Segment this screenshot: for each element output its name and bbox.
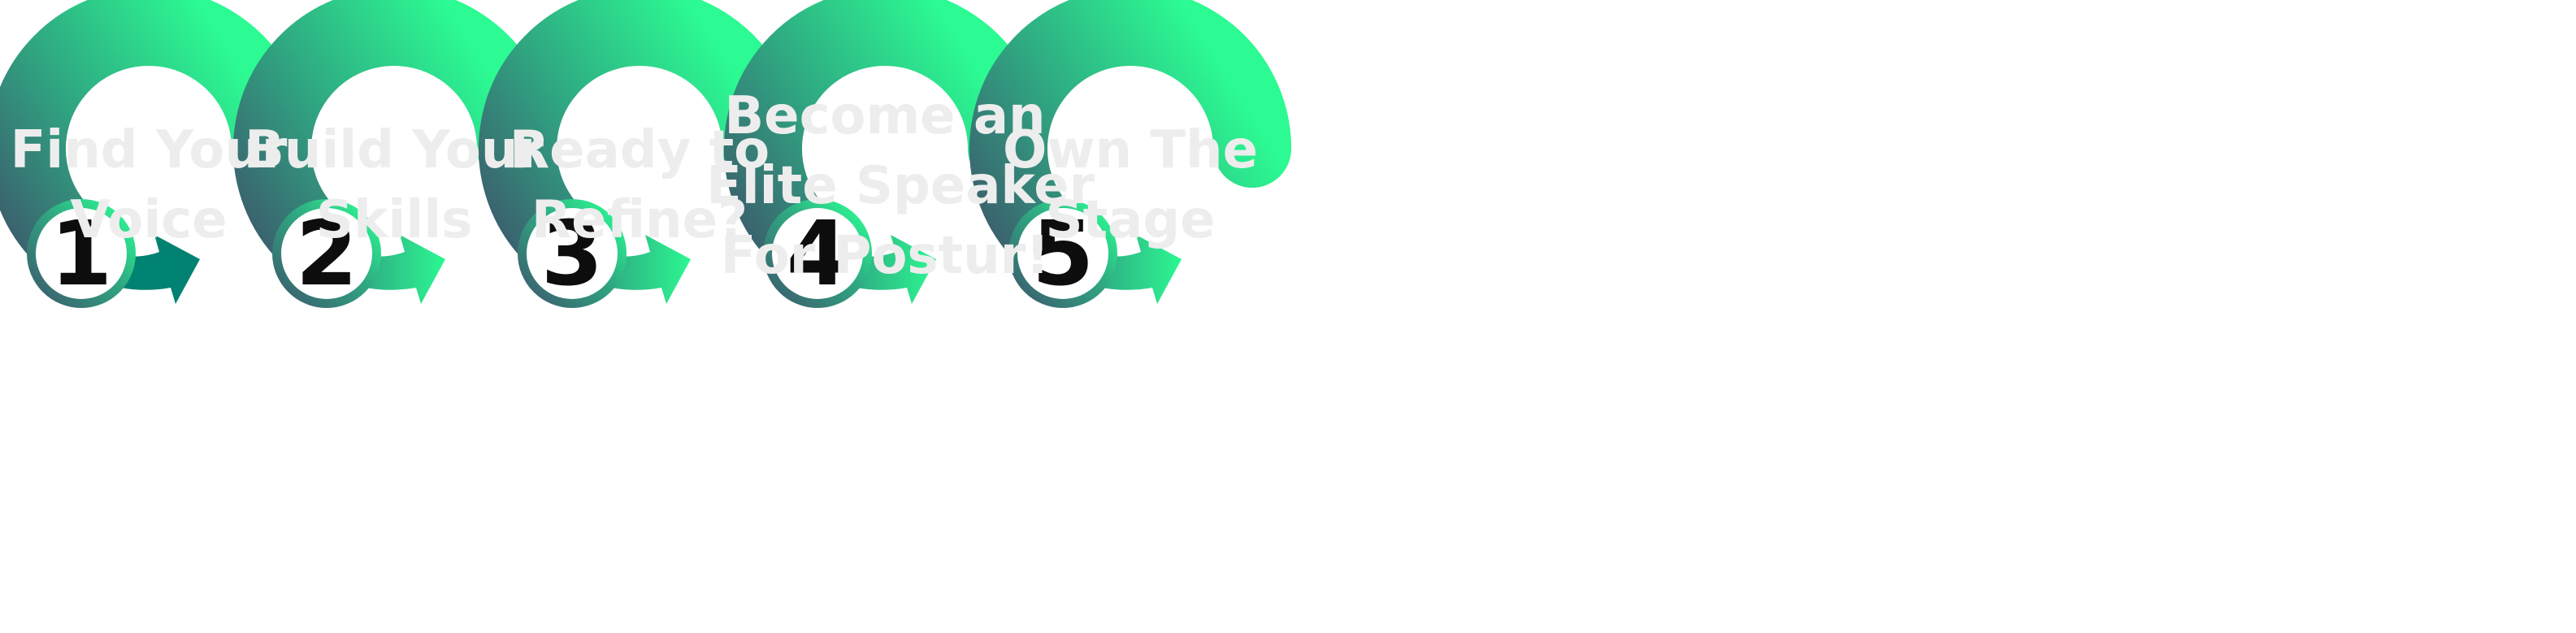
step-label-line: For Postur!	[720, 226, 1050, 286]
step-arc	[0, 0, 310, 275]
step-number: 2	[296, 202, 358, 306]
step-number: 3	[541, 202, 604, 306]
step-label-line: Elite Speaker	[706, 156, 1095, 216]
step-badge-disc	[281, 208, 372, 299]
step-label-line: Find Your	[10, 120, 288, 180]
step-arc	[479, 0, 800, 275]
step-number: 1	[50, 202, 113, 306]
step-badge-disc	[1017, 208, 1108, 299]
step-label-line: Become an	[724, 86, 1046, 146]
badge-layer: 1 2 3 4 5	[27, 199, 1117, 308]
step-arrow	[359, 235, 445, 304]
step-arc	[969, 0, 1291, 275]
step-label: Ready to Refine?	[461, 115, 818, 255]
step-arrow	[850, 235, 936, 304]
step-label-line: Stage	[1045, 190, 1216, 250]
step-label-line: Skills	[315, 190, 473, 250]
step-label-line: Refine?	[531, 190, 748, 250]
step-label-line: Voice	[70, 190, 228, 250]
step-badge-disc	[527, 208, 618, 299]
step-arrow	[1095, 235, 1182, 304]
step-badge-disc	[36, 208, 127, 299]
step-label-line: Ready to	[509, 120, 770, 180]
step-number: 5	[1032, 202, 1095, 306]
step-arc	[233, 0, 555, 275]
step-arrow	[114, 235, 200, 304]
step-badge-disc	[772, 208, 863, 299]
arc-layer	[0, 0, 1291, 275]
step-arc	[724, 0, 1046, 275]
step-number: 4	[787, 202, 849, 306]
step-label-line: Build Your	[245, 120, 544, 180]
arrow-layer	[114, 235, 1182, 304]
step-label-line: Own The	[1003, 120, 1258, 180]
step-arrow	[605, 235, 691, 304]
